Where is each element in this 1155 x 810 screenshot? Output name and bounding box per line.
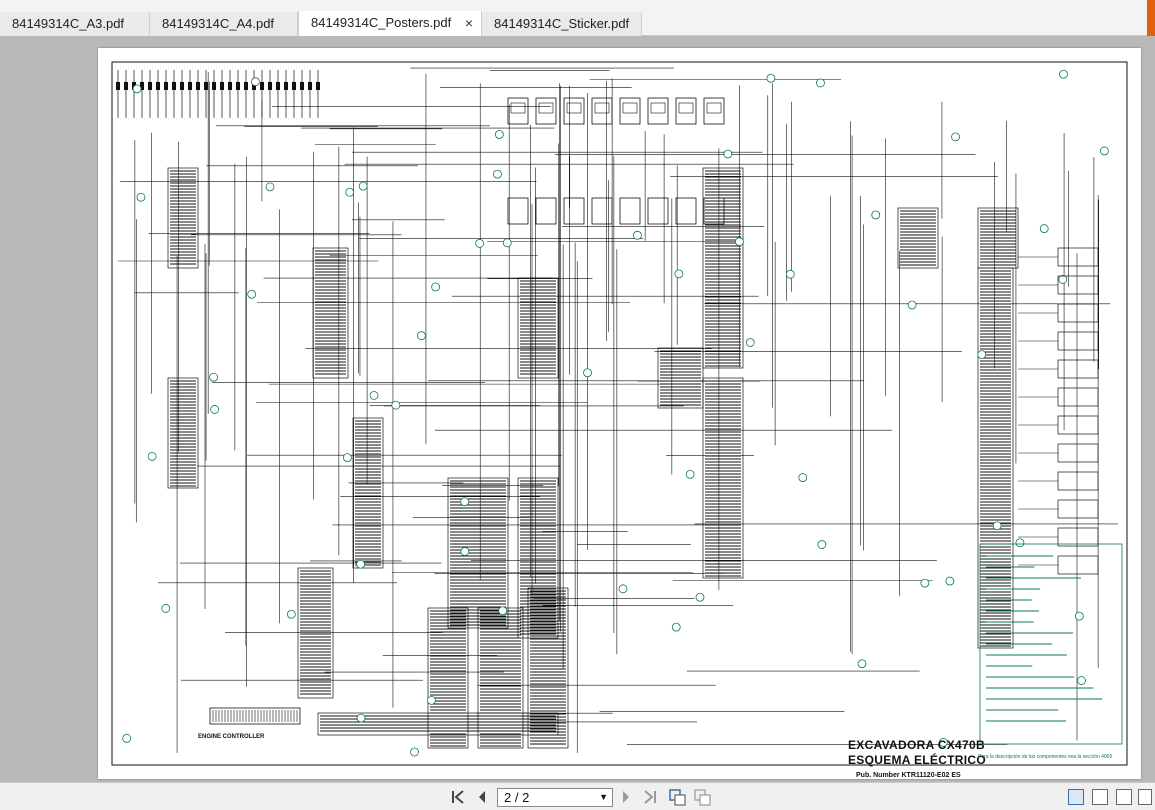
legend-footnote: Para la descripción de los componentes v… (978, 754, 1113, 760)
tab-label: 84149314C_Posters.pdf (311, 15, 452, 30)
wiring-schematic (111, 61, 1128, 766)
machine-title: EXCAVADORA CX470B (848, 738, 985, 752)
tab-label: 84149314C_A3.pdf (12, 16, 125, 31)
go-forward-icon[interactable] (692, 787, 712, 807)
first-page-icon[interactable] (448, 787, 468, 807)
two-page-continuous-view-icon[interactable] (1138, 789, 1152, 805)
page-number-value: 2 / 2 (504, 790, 530, 805)
tab-label: 84149314C_A4.pdf (162, 16, 275, 31)
go-back-icon[interactable] (667, 787, 687, 807)
pdf-page: ENGINE CONTROLLER EXCAVADORA CX470B ESQU… (98, 48, 1141, 779)
tab-label: 84149314C_Sticker.pdf (494, 16, 630, 31)
two-page-view-icon[interactable] (1116, 789, 1132, 805)
title-block: EXCAVADORA CX470B ESQUEMA ELÉCTRICO Pub.… (848, 738, 986, 779)
engine-controller-label: ENGINE CONTROLLER (198, 734, 265, 740)
chevron-down-icon: ▼ (599, 792, 608, 802)
tab-sticker[interactable]: 84149314C_Sticker.pdf (482, 12, 642, 36)
tab-posters[interactable]: 84149314C_Posters.pdf × (298, 11, 482, 37)
continuous-view-icon[interactable] (1092, 789, 1108, 805)
pub-number: Pub. Number KTR11120-E02 ES (856, 772, 961, 779)
bottom-toolbar: 2 / 2 ▼ (0, 782, 1155, 810)
prev-page-icon[interactable] (472, 787, 492, 807)
page-number-select[interactable]: 2 / 2 ▼ (497, 788, 613, 807)
close-icon[interactable]: × (464, 15, 473, 31)
document-viewer[interactable]: ENGINE CONTROLLER EXCAVADORA CX470B ESQU… (0, 36, 1155, 782)
window-accent (1147, 0, 1155, 36)
tab-a3[interactable]: 84149314C_A3.pdf (0, 12, 150, 36)
schematic-title: ESQUEMA ELÉCTRICO (848, 753, 986, 767)
tab-a4[interactable]: 84149314C_A4.pdf (150, 12, 298, 36)
tab-bar: 84149314C_A3.pdf 84149314C_A4.pdf 841493… (0, 0, 1155, 37)
last-page-icon[interactable] (640, 787, 660, 807)
next-page-icon[interactable] (616, 787, 636, 807)
single-page-view-icon[interactable] (1068, 789, 1084, 805)
